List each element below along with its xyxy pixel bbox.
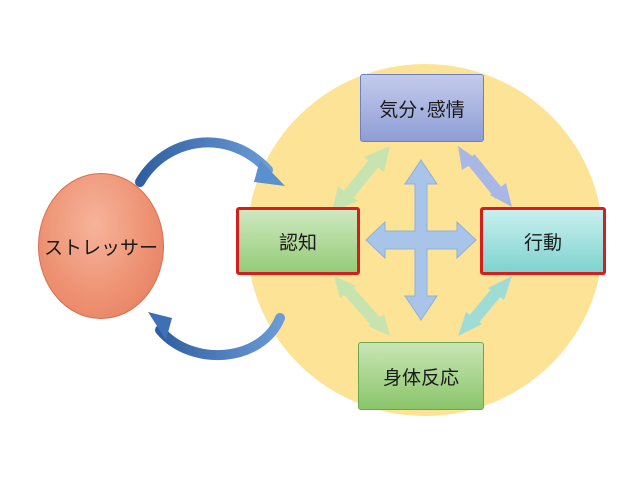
action-label: 行動 xyxy=(523,231,562,254)
emotion-node: 気分･感情 xyxy=(360,74,484,142)
body-reaction-node: 身体反応 xyxy=(358,342,484,410)
center-cross-arrow xyxy=(365,159,477,321)
action-node: 行動 xyxy=(480,207,606,275)
cognition-node: 認知 xyxy=(236,207,360,275)
stressor-node: ストレッサー xyxy=(38,173,164,319)
emotion-label: 気分･感情 xyxy=(379,98,465,121)
cognition-label: 認知 xyxy=(278,231,317,254)
diagonal-arrow-emotion-action xyxy=(458,146,512,207)
stressor-label: ストレッサー xyxy=(43,236,158,259)
diagonal-arrow-cognition-emotion xyxy=(332,146,390,212)
diagonal-arrow-action-body xyxy=(458,276,512,336)
cycle-arrow-top xyxy=(135,137,285,187)
cycle-arrow-bottom xyxy=(148,312,285,361)
body-reaction-label: 身体反応 xyxy=(382,366,459,389)
diagonal-arrow-cognition-body xyxy=(334,276,390,336)
